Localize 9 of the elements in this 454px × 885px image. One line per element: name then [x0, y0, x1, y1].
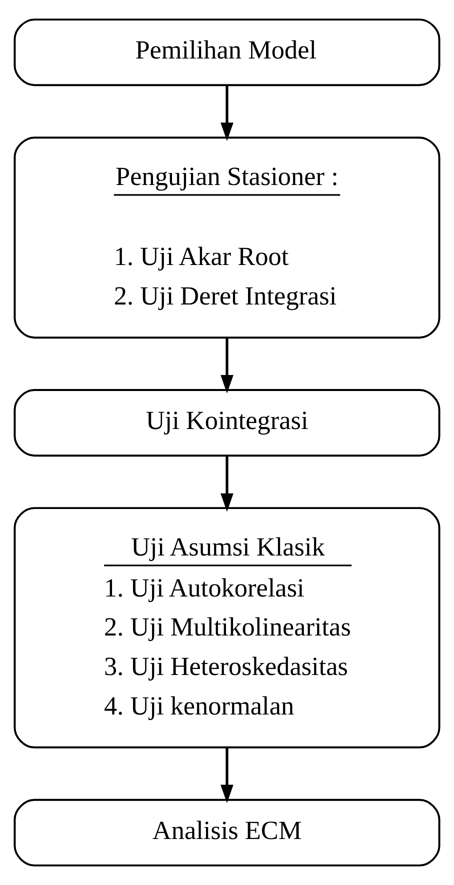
arrow: [220, 85, 234, 141]
node-box: Uji Kointegrasi: [14, 389, 440, 457]
node-box: Analisis ECM: [14, 798, 440, 866]
node-box: Pemilihan Model: [14, 18, 440, 86]
arrow: [220, 338, 234, 394]
arrow: [220, 748, 234, 804]
node-box: Pengujian Stasioner : 1. Uji Akar Root 2. Uji Deret Integrasi: [14, 136, 440, 339]
arrow: [220, 456, 234, 512]
node-box: Uji Asumsi Klasik 1. Uji Autokorelasi 2. Uji Multikolinearitas 3. Uji Heteroskedasitas 4. Uji kenormalan: [14, 507, 440, 748]
